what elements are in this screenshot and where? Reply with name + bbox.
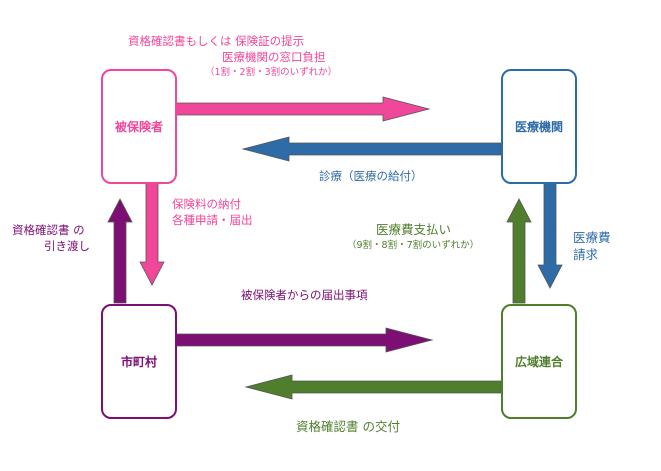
node-municipality: 市町村 [101, 304, 177, 419]
label-municipality-to-insured-1: 資格確認書 の [12, 223, 85, 237]
label-insured-to-medical-3: （1割・2割・3割のいずれか） [205, 67, 338, 78]
label-insured-to-municipality-2: 各種申請・届出 [172, 213, 253, 227]
arrow-union-to-medical [506, 198, 532, 304]
label-medical-to-union-1: 医療費 [573, 230, 611, 245]
node-union-label: 広域連合 [514, 355, 563, 369]
label-union-to-municipality-b: の交付 [362, 419, 401, 434]
label-municipality-to-union: 被保険者からの届出事項 [241, 288, 368, 302]
label-medical-to-union-2: 請求 [573, 247, 599, 262]
label-union-to-medical-2: （9割・8割・7割のいずれか） [347, 240, 480, 251]
label-insured-to-medical-1b: 保険証の提示 [235, 34, 305, 48]
label-insured-to-medical-1: 資格確認書もしくは 保険証の提示 [128, 34, 304, 48]
label-insured-to-medical-1a: 資格確認書もしくは [128, 34, 232, 48]
label-union-to-municipality: 資格確認書 の交付 [296, 419, 400, 435]
label-union-to-medical-1: 医療費支払い [376, 222, 452, 237]
node-union: 広域連合 [501, 304, 577, 419]
label-insured-to-municipality-1: 保険料の納付 [172, 197, 241, 211]
arrow-union-to-municipality [244, 374, 502, 400]
arrow-medical-to-union [537, 180, 563, 289]
node-medical: 医療機関 [501, 69, 577, 184]
label-municipality-to-insured-2: 引き渡し [44, 239, 90, 253]
node-insured-label: 被保険者 [114, 120, 163, 134]
arrow-municipality-to-insured [107, 198, 133, 304]
arrow-medical-to-insured [241, 136, 502, 162]
node-insured: 被保険者 [101, 69, 177, 184]
label-insured-to-medical-2: 医療機関の窓口負担 [222, 50, 326, 64]
arrow-insured-to-medical [172, 96, 431, 122]
arrow-insured-to-municipality [139, 180, 165, 286]
label-municipality-to-insured-1a: 資格確認書 [12, 223, 70, 237]
label-medical-to-insured: 診療（医療の給付） [319, 169, 423, 183]
node-municipality-label: 市町村 [120, 355, 157, 369]
label-union-to-municipality-a: 資格確認書 [296, 419, 359, 434]
arrow-municipality-to-union [172, 327, 434, 353]
label-municipality-to-insured-1b: の [73, 223, 85, 237]
node-medical-label: 医療機関 [514, 120, 563, 134]
